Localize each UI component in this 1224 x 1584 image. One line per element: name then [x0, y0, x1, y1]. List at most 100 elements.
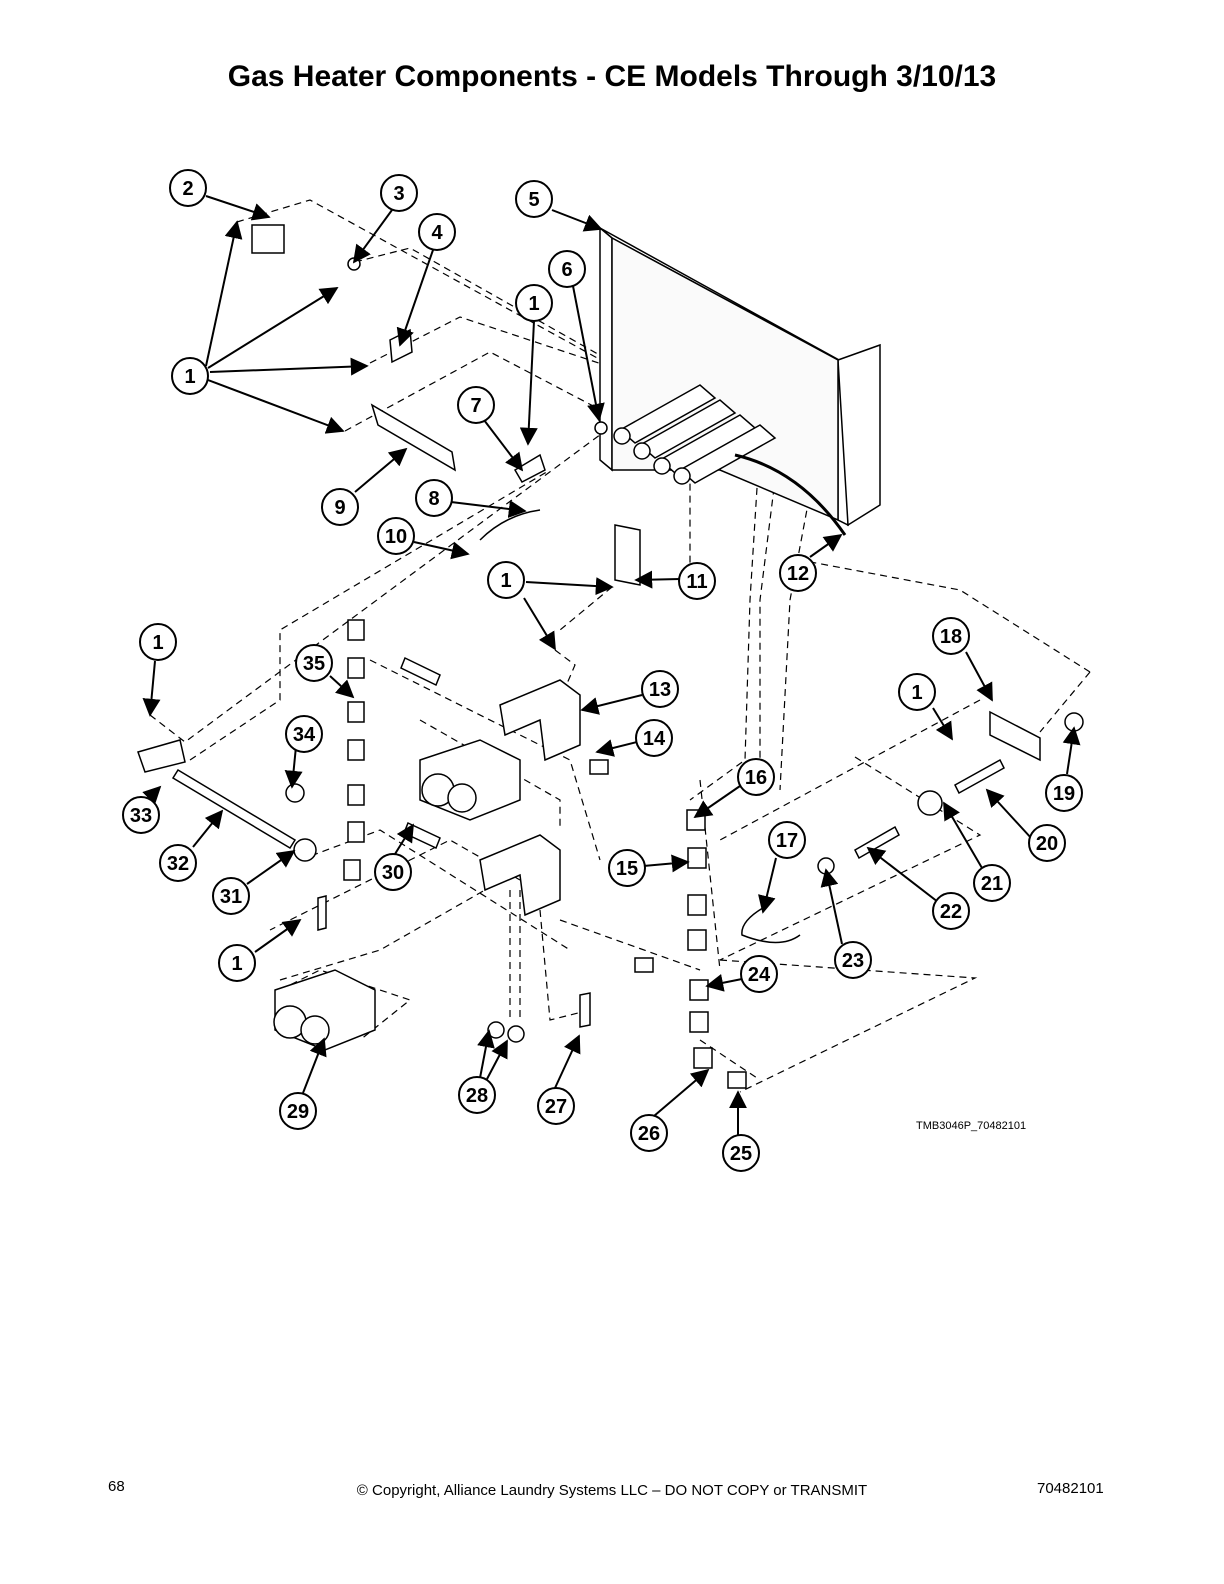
- leader-arrow: [142, 660, 161, 717]
- callout-number: 5: [528, 189, 539, 211]
- cover-plate: [614, 524, 641, 586]
- callout-number: 29: [287, 1101, 309, 1123]
- copyright-notice: © Copyright, Alliance Laundry Systems LL…: [356, 1482, 868, 1499]
- callout-bubble: 33: [122, 796, 160, 834]
- callout-circle: [932, 617, 970, 655]
- callout-bubble: 31: [212, 877, 250, 915]
- pipe-nipple: [727, 1071, 747, 1089]
- cable: [734, 453, 847, 536]
- pipe-fitting: [687, 929, 707, 951]
- callout-circle: [641, 670, 679, 708]
- tubing: [741, 904, 801, 944]
- callout-bubble: 9: [321, 488, 359, 526]
- pipe-fitting: [689, 1011, 709, 1033]
- electrode-wire: [479, 509, 541, 541]
- leader-arrow: [207, 379, 345, 434]
- callout-circle: [973, 864, 1011, 902]
- leader-lines: [142, 195, 1081, 1135]
- leader-arrow: [254, 918, 302, 953]
- burner-nozzle: [673, 467, 691, 485]
- callout-circle: [285, 715, 323, 753]
- leader-arrow: [523, 597, 556, 651]
- leader-arrow: [525, 577, 614, 596]
- callout-number: 7: [470, 395, 481, 417]
- document-number: 70482101: [1037, 1480, 1104, 1497]
- phantom-line: [719, 756, 982, 961]
- mount-plate: [989, 710, 1041, 762]
- leader-arrow: [396, 249, 434, 347]
- callout-bubble: 11: [678, 562, 716, 600]
- callout-circle: [377, 517, 415, 555]
- leader-arrow: [209, 357, 369, 376]
- callout-circle: [295, 644, 333, 682]
- leader-arrow: [483, 419, 524, 472]
- callout-bubble: 29: [279, 1092, 317, 1130]
- callout-circle: [458, 1076, 496, 1114]
- phantom-line: [699, 779, 721, 971]
- leader-arrow: [572, 285, 605, 422]
- tee-fitting: [917, 790, 943, 816]
- callout-circle: [932, 892, 970, 930]
- leader-arrow: [477, 1029, 495, 1079]
- callout-number: 22: [940, 901, 962, 923]
- callout-number: 26: [638, 1123, 660, 1145]
- callout-bubble: 6: [548, 250, 586, 288]
- callout-bubble: 10: [377, 517, 415, 555]
- callout-number: 3: [393, 183, 404, 205]
- callout-number: 1: [528, 293, 539, 315]
- page-number: 68: [108, 1478, 125, 1495]
- callout-bubble: 2: [169, 169, 207, 207]
- leader-arrow: [985, 788, 1033, 840]
- pipe-nipple: [954, 758, 1005, 795]
- callout-circle: [608, 849, 646, 887]
- callout-number: 1: [500, 570, 511, 592]
- phantom-line: [609, 419, 691, 600]
- heater-cabinet-side: [611, 236, 839, 522]
- callout-bubble: 34: [285, 715, 323, 753]
- callout-circle: [515, 180, 553, 218]
- phantom-line: [299, 829, 571, 951]
- callout-number: 35: [303, 653, 325, 675]
- callout-circle: [678, 562, 716, 600]
- page-title: Gas Heater Components - CE Models Throug…: [227, 60, 997, 93]
- callout-bubble: 1: [487, 561, 525, 599]
- callout-bubble: 19: [1045, 774, 1083, 812]
- gas-orifice: [594, 421, 608, 435]
- leader-arrow: [551, 209, 603, 232]
- callout-bubble: 17: [768, 821, 806, 859]
- callout-bubble: 12: [779, 554, 817, 592]
- callout-number: 1: [231, 953, 242, 975]
- callout-number: 25: [730, 1143, 752, 1165]
- callout-circle: [779, 554, 817, 592]
- callout-number: 11: [686, 571, 707, 593]
- callout-bubble: 7: [457, 386, 495, 424]
- manifold-bracket: [137, 739, 186, 773]
- leader-arrow: [302, 1037, 327, 1094]
- pipe-nipple: [400, 656, 441, 687]
- callout-bubble: 4: [418, 213, 456, 251]
- callout-number: 23: [842, 950, 864, 972]
- callout-number: 31: [220, 886, 242, 908]
- figure-reference: TMB3046P_70482101: [916, 1120, 1026, 1132]
- callout-circle: [122, 796, 160, 834]
- callout-circle: [1045, 774, 1083, 812]
- callout-circle: [159, 844, 197, 882]
- leader-arrow: [486, 1039, 508, 1080]
- callout-circle: [740, 955, 778, 993]
- leader-arrow: [142, 785, 162, 805]
- callout-bubble: 20: [1028, 824, 1066, 862]
- leader-arrow: [866, 846, 939, 903]
- callout-number: 2: [182, 178, 193, 200]
- callout-circle: [212, 877, 250, 915]
- phantom-line: [1039, 671, 1091, 733]
- callout-number: 27: [545, 1096, 567, 1118]
- callout-number: 18: [940, 626, 962, 648]
- callout-circle: [768, 821, 806, 859]
- leader-arrow: [758, 857, 777, 914]
- callout-circle: [218, 944, 256, 982]
- leader-arrow: [413, 541, 470, 560]
- callout-number: 30: [382, 862, 404, 884]
- callout-number: 9: [334, 497, 345, 519]
- phantom-line: [354, 247, 636, 376]
